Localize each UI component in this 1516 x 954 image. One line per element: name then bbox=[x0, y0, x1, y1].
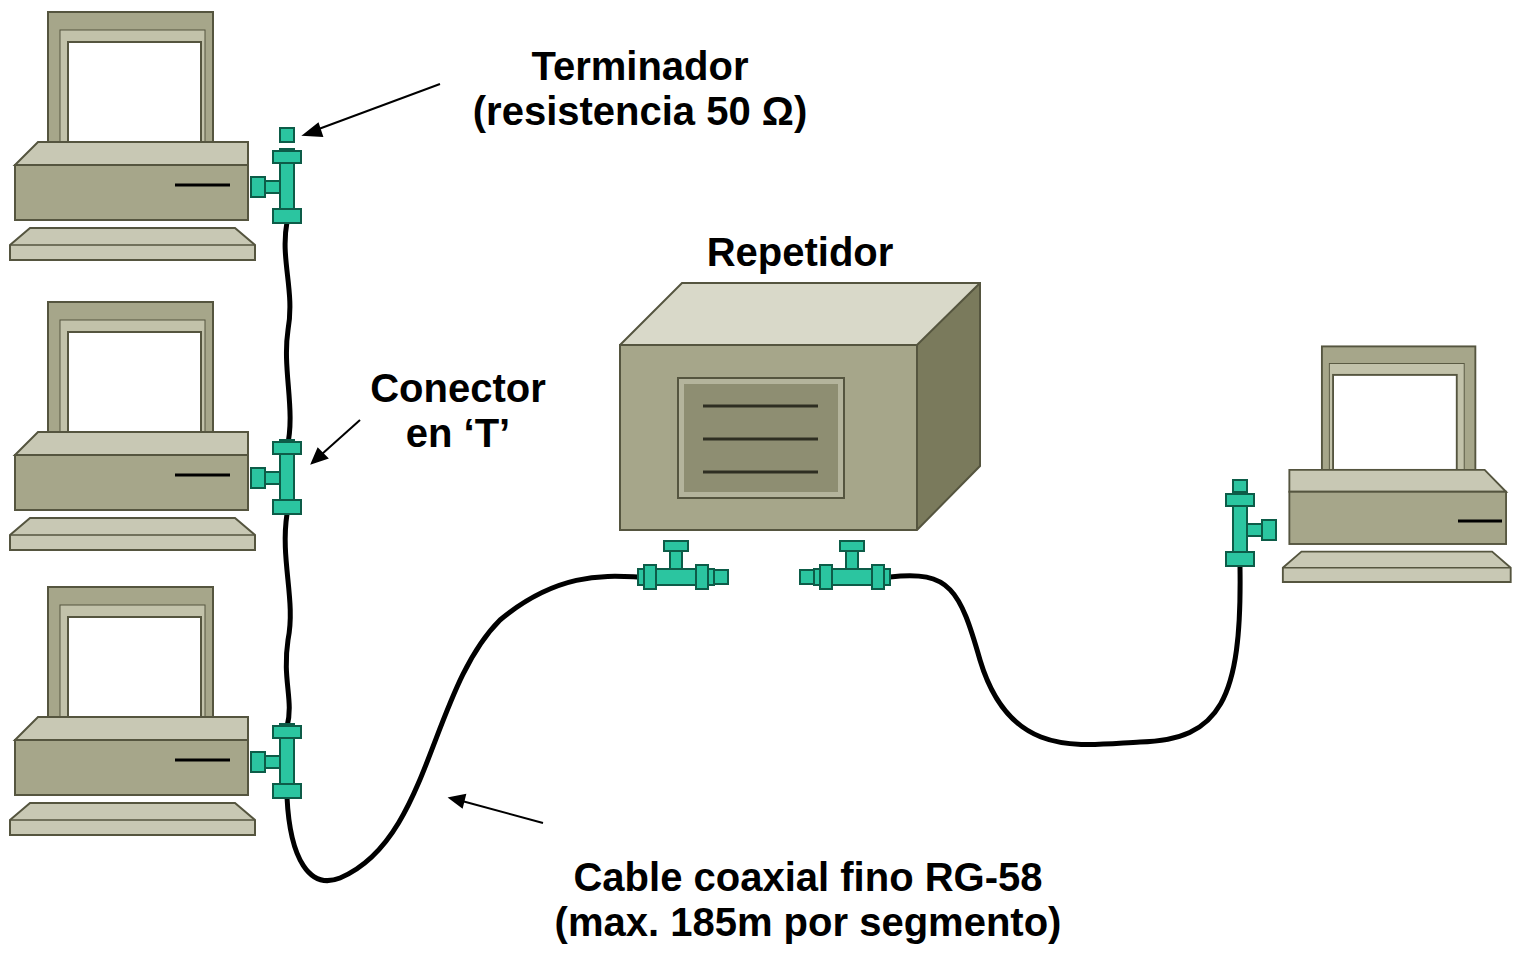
repeater-box bbox=[615, 280, 985, 535]
callout-label: Conector en ‘T’ bbox=[358, 366, 558, 456]
callout-label: Terminador (resistencia 50 Ω) bbox=[450, 44, 830, 134]
callout-label: Cable coaxial fino RG-58 (max. 185m por … bbox=[518, 855, 1098, 945]
repeater-node: Repetidor bbox=[615, 228, 985, 535]
repeater-heading: Repetidor bbox=[615, 228, 985, 276]
